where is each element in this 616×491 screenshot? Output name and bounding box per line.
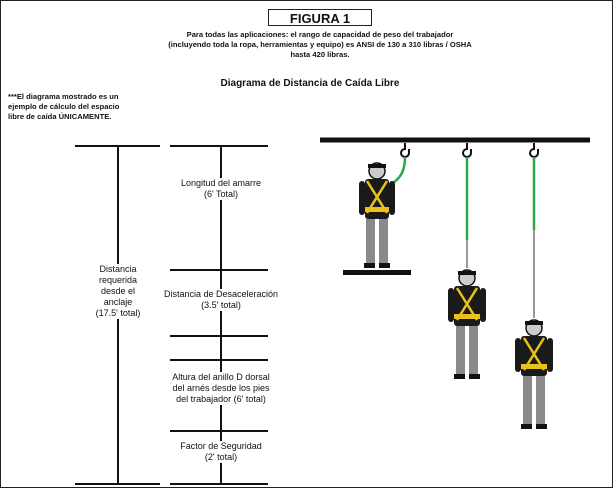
subtitle: Para todas las aplicaciones: el rango de… (100, 30, 540, 60)
worker-full-fall-icon (515, 319, 553, 429)
segment-label-line: Factor de Seguridad (180, 441, 262, 451)
note-line: libre de caída ÚNICAMENTE. (8, 112, 112, 121)
segment-label-lanyard-length: Longitud del amarre (6' Total) (160, 178, 282, 200)
diagram-title: Diagrama de Distancia de Caída Libre (220, 78, 400, 89)
total-label-line: requerida (98, 275, 138, 285)
segment-label-line: Distancia de Desaceleración (163, 289, 279, 299)
segment-label-line: (3.5' total) (201, 300, 241, 310)
total-label-line: anclaje (103, 297, 133, 307)
worker-deceleration-icon (448, 269, 486, 379)
total-label-line: Distancia (99, 264, 137, 274)
segment-label-line: del arnés desde los pies (172, 383, 270, 393)
figure-label: FIGURA 1 (268, 9, 372, 26)
segment-label-d-ring-height: Altura del anillo D dorsal del arnés des… (156, 372, 286, 405)
subtitle-line: Para todas las aplicaciones: el rango de… (186, 30, 454, 39)
segment-label-line: Longitud del amarre (180, 178, 262, 188)
note-line: ejemplo de cálculo del espacio (8, 102, 120, 111)
subtitle-line: (incluyendo toda la ropa, herramientas y… (168, 40, 472, 49)
anchor-hook-3 (529, 143, 539, 158)
disclaimer-note: ***El diagrama mostrado es un ejemplo de… (8, 92, 173, 122)
note-line: ***El diagrama mostrado es un (8, 92, 119, 101)
segment-label-safety-factor: Factor de Seguridad (2' total) (166, 441, 276, 463)
segment-bracket (170, 145, 268, 485)
segment-label-deceleration: Distancia de Desaceleración (3.5' total) (146, 289, 296, 311)
segment-label-line: (2' total) (204, 452, 238, 462)
segment-label-line: del trabajador (6' total) (176, 394, 266, 404)
anchor-hook-1 (400, 143, 410, 158)
segment-label-line: Altura del anillo D dorsal (172, 372, 270, 382)
subtitle-line: hasta 420 libras. (290, 50, 350, 59)
total-label-line: (17.5' total) (95, 308, 141, 318)
segment-label-line: (6' Total) (203, 189, 239, 199)
standing-platform (343, 270, 411, 275)
worker-standing-icon (359, 162, 395, 268)
anchor-hook-2 (462, 143, 472, 158)
total-label-line: desde el (100, 286, 136, 296)
